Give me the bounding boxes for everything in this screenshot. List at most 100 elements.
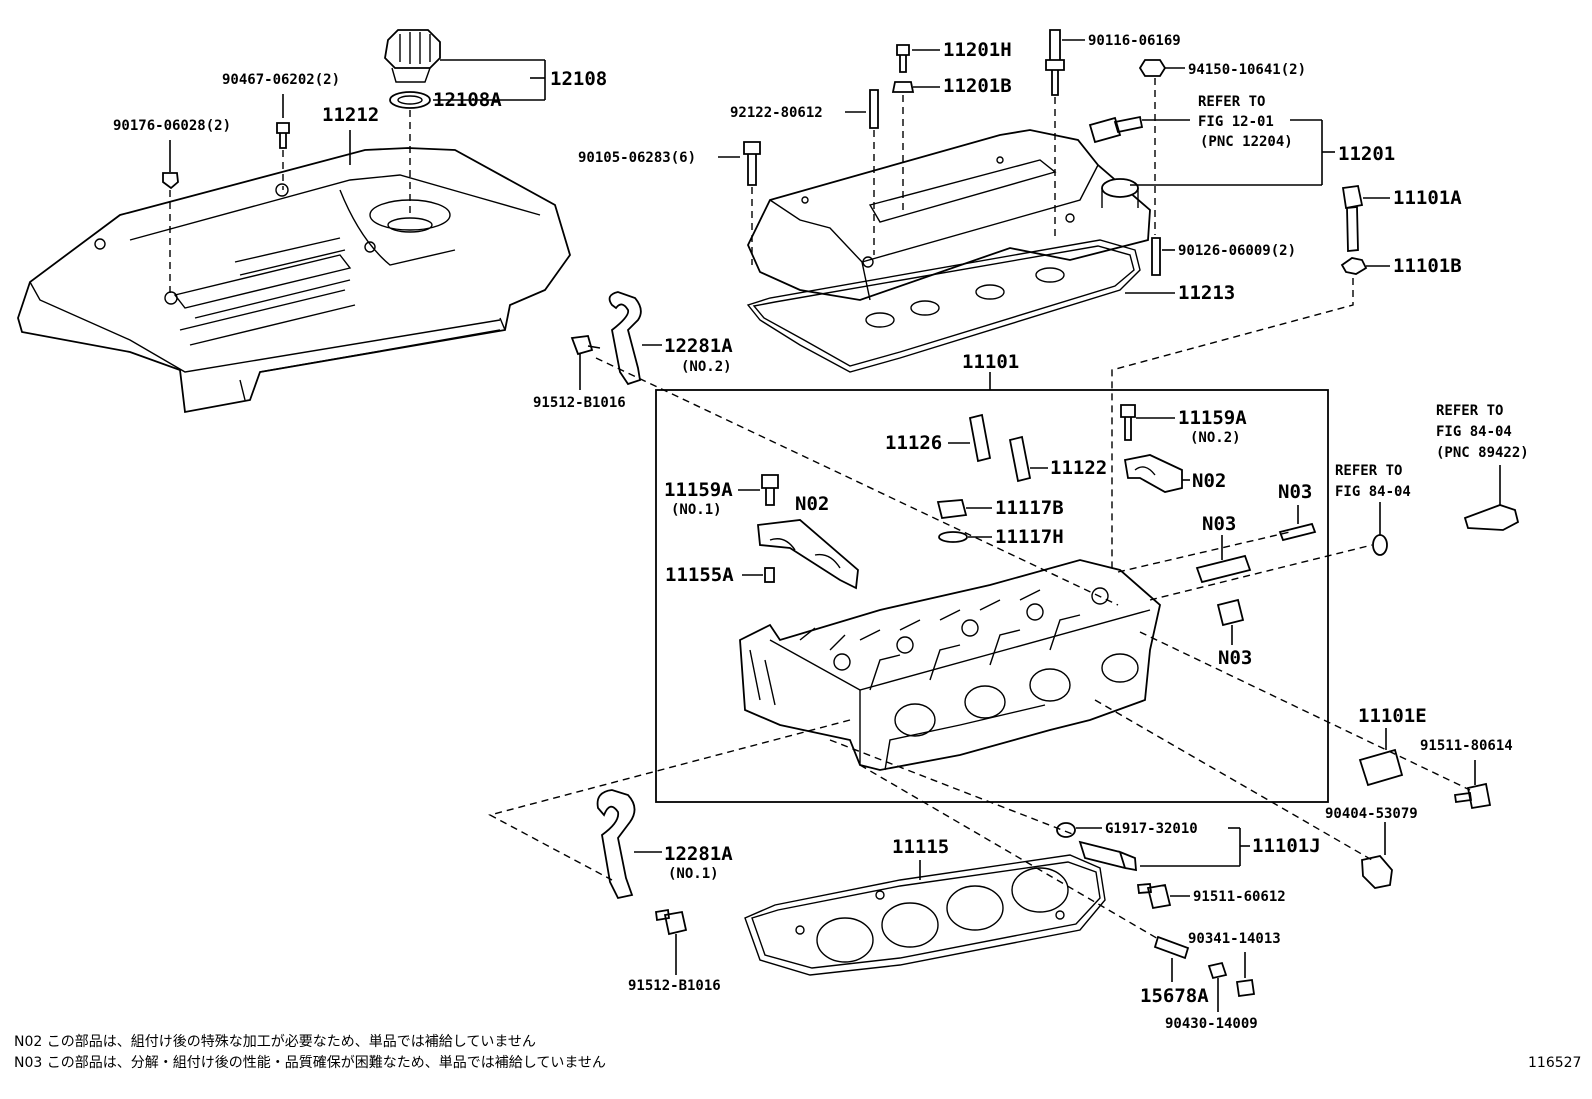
- label-11201: 11201: [1338, 143, 1395, 165]
- label-refer3-a: REFER TO: [1436, 403, 1503, 419]
- label-11117H: 11117H: [995, 526, 1064, 548]
- sensor-11101E: [1358, 748, 1404, 787]
- label-refer2-a: REFER TO: [1335, 463, 1402, 479]
- seal-washer-11117H: [938, 531, 968, 543]
- head-gasket-11115: [744, 854, 1106, 976]
- label-refer1-a: REFER TO: [1198, 94, 1265, 110]
- cylinder-head-assembly-box: [655, 389, 1329, 803]
- stud-15678A: [1153, 935, 1190, 960]
- engine-cover-11212: [17, 147, 571, 414]
- footnote-N02: N02 この部品は、組付け後の特殊な加工が必要なため、単品では補給していません: [14, 1034, 536, 1050]
- label-12281A-bottom-sub: (NO.1): [668, 866, 719, 882]
- label-11201H: 11201H: [943, 39, 1012, 61]
- label-11117B: 11117B: [995, 497, 1064, 519]
- label-refer2-b: FIG 84-04: [1335, 484, 1411, 500]
- engine-hanger-12281A-no1: [596, 789, 688, 936]
- sensor-11101J: [1078, 840, 1137, 872]
- label-N03-b: N03: [1202, 513, 1236, 535]
- label-90467: 90467-06202(2): [222, 72, 340, 88]
- label-refer3-c: (PNC 89422): [1436, 445, 1529, 461]
- label-11101J: 11101J: [1252, 835, 1321, 857]
- stud-92122: [869, 89, 879, 129]
- sensor-fig84-89422: [1463, 504, 1520, 531]
- label-11159A-no1: 11159A: [664, 479, 733, 501]
- stud-N03-a: [1278, 522, 1317, 542]
- label-11159A-no2-sub: (NO.2): [1190, 430, 1241, 446]
- oil-filler-cap-12108: [384, 29, 441, 109]
- label-11101E: 11101E: [1358, 705, 1427, 727]
- label-12281A-top-sub: (NO.2): [681, 359, 732, 375]
- label-91511-60612: 91511-60612: [1193, 889, 1286, 905]
- label-91511-80614: 91511-80614: [1420, 738, 1513, 754]
- bolt-11159A-no2: [1120, 404, 1136, 441]
- bushing-N03-c: [1216, 598, 1245, 627]
- label-11159A-no2: 11159A: [1178, 407, 1247, 429]
- label-11126: 11126: [885, 432, 942, 454]
- label-11115: 11115: [892, 836, 949, 858]
- label-12108A: 12108A: [433, 89, 502, 111]
- label-11159A-no1-sub: (NO.1): [671, 502, 722, 518]
- label-refer1-b: FIG 12-01: [1198, 114, 1274, 130]
- label-N03-a: N03: [1278, 481, 1312, 503]
- valve-cover-gasket-11213: [746, 239, 1141, 373]
- pin-N03-b: [1195, 554, 1252, 584]
- label-11122: 11122: [1050, 457, 1107, 479]
- nut-90430: [1207, 961, 1228, 980]
- label-92122: 92122-80612: [730, 105, 823, 121]
- cylinder-head: [739, 559, 1161, 771]
- label-11101B: 11101B: [1393, 255, 1462, 277]
- label-90176: 90176-06028(2): [113, 118, 231, 134]
- bolt-11201H: [896, 44, 910, 73]
- footnote-N03: N03 この部品は、分解・組付け後の性能・品質確保が困難なため、単品では補給して…: [14, 1055, 606, 1071]
- label-15678A: 15678A: [1140, 985, 1209, 1007]
- label-90116: 90116-06169: [1088, 33, 1181, 49]
- label-12281A-bottom: 12281A: [664, 843, 733, 865]
- bolt-91512-bottom: [654, 908, 688, 936]
- label-11213: 11213: [1178, 282, 1235, 304]
- label-G1917: G1917-32010: [1105, 821, 1198, 837]
- label-N03-c: N03: [1218, 647, 1252, 669]
- bolt-90105: [743, 141, 761, 186]
- bolt-90341: [1235, 978, 1256, 998]
- label-N02-right: N02: [1192, 470, 1226, 492]
- dowel-pin-11155A: [764, 567, 775, 583]
- label-12108: 12108: [550, 68, 607, 90]
- label-90126: 90126-06009(2): [1178, 243, 1296, 259]
- bolt-91511-60612: [1136, 883, 1172, 910]
- washer-11101B: [1340, 257, 1368, 275]
- label-94150: 94150-10641(2): [1188, 62, 1306, 78]
- nut-94150: [1138, 59, 1167, 77]
- label-90430: 90430-14009: [1165, 1016, 1258, 1032]
- label-11212: 11212: [322, 104, 379, 126]
- label-90404: 90404-53079: [1325, 806, 1418, 822]
- figure-number: 116527: [1528, 1055, 1581, 1071]
- label-90105: 90105-06283(6): [578, 150, 696, 166]
- label-11101: 11101: [962, 351, 1019, 373]
- bolt-91511-80614: [1453, 782, 1492, 810]
- washer-fig84: [1372, 534, 1388, 556]
- stud-90126: [1151, 237, 1161, 276]
- valve-cover-11201: [747, 129, 1151, 301]
- engine-hanger-12281A-no2: [570, 291, 642, 386]
- label-N02-left: N02: [795, 493, 829, 515]
- label-91512-bottom: 91512-B1016: [628, 978, 721, 994]
- bolt-90467: [276, 122, 290, 149]
- valve-stem-seal-11117B: [936, 499, 968, 519]
- label-refer3-b: FIG 84-04: [1436, 424, 1512, 440]
- bolt-90116: [1045, 29, 1065, 96]
- label-11155A: 11155A: [665, 564, 734, 586]
- label-90341: 90341-14013: [1188, 931, 1281, 947]
- grommet-90176: [162, 172, 179, 190]
- pcv-valve: [1088, 115, 1144, 144]
- fitting-90404: [1361, 855, 1393, 889]
- camshaft-cap-left-N02: [757, 519, 859, 590]
- label-11101A: 11101A: [1393, 187, 1462, 209]
- label-refer1-c: (PNC 12204): [1200, 134, 1293, 150]
- label-91512-top: 91512-B1016: [533, 395, 626, 411]
- valve-guide-11126: [968, 413, 992, 463]
- label-12281A-top: 12281A: [664, 335, 733, 357]
- bolt-11101A: [1341, 184, 1364, 252]
- valve-guide-11122: [1008, 435, 1032, 483]
- grommet-11201B: [891, 81, 915, 93]
